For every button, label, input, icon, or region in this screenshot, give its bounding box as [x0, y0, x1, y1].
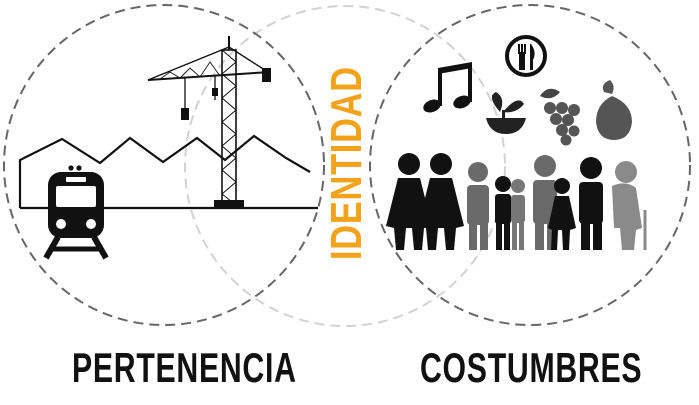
pertenencia-label: PERTENENCIA: [72, 344, 297, 391]
grapes-icon: [540, 88, 580, 146]
sprout-icon: [486, 92, 526, 134]
costumbres-label: COSTUMBRES: [420, 344, 643, 391]
cutlery-icon: [505, 35, 547, 77]
middle-circle: [184, 5, 506, 327]
train-icon: [43, 165, 109, 260]
crane-icon: [147, 36, 271, 208]
family-icon: [386, 153, 647, 250]
music-note-icon: [423, 62, 472, 113]
identidad-label: IDENTIDAD: [322, 66, 371, 260]
left-circle: [3, 4, 325, 326]
right-circle: [369, 4, 691, 326]
fruit-icon: [596, 80, 632, 140]
